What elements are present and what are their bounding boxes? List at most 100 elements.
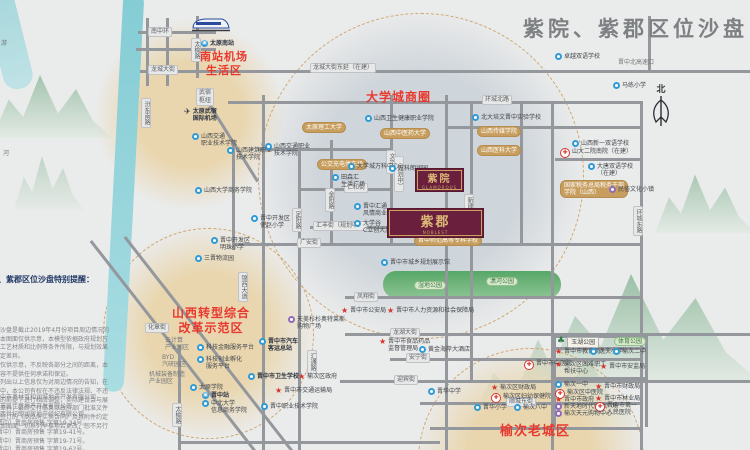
poi-label: 山西卫生健康职业学院 [374, 115, 435, 122]
poi-label: 潇河公园 [486, 277, 519, 286]
area-label-2: 山西转型综合 改革示范区 [172, 306, 251, 335]
hosp-icon: ✚ [595, 402, 605, 412]
road [555, 158, 640, 161]
blue-icon [613, 82, 620, 89]
disclaimer-line-6: 本公司列出以上信息仅为对周边情况的告知，在 [0, 379, 109, 387]
poi-label: 晋中市汽车 客运总站 [268, 338, 299, 352]
blue-icon [348, 163, 355, 170]
poi-blue-28: 晋中开发区 使赵小学 [251, 215, 290, 229]
poi-blue-13: 马练小学 [613, 82, 646, 89]
poi-hosp-70: ✚晋中市第一 人民医院 [595, 402, 637, 416]
road [345, 333, 750, 336]
station-icon: ▣ [201, 40, 208, 47]
disclaimer-line-12: 通知。 [0, 431, 109, 440]
poi-blue-64: 榆次一中 [555, 381, 588, 388]
road [340, 380, 750, 383]
legal-line-6: （晋中）晋商房预售 字第19-62号。 [0, 446, 89, 450]
poi-label: 晋中市公安局 [350, 307, 387, 314]
road [645, 335, 648, 427]
road [640, 101, 643, 450]
poi-blue-9: 北大培文晋中实验学校 [472, 114, 541, 121]
poi-blue-21: 大学城万科中心 [348, 163, 399, 170]
blue-icon [354, 203, 361, 210]
project-ziyuan: 紫院 GLAMOROUS [415, 168, 464, 192]
poi-label: 晋中市交通运输局 [284, 387, 333, 394]
poi-blue-27: 晋中市城乡规划展示馆 [381, 259, 450, 266]
poi-star-33: ★晋中市公安局 [341, 307, 387, 315]
poi-label: 晋中市人力资源和社会保障局 [396, 307, 475, 314]
park-icon: ♣ [557, 336, 566, 346]
road-label-12: 汇丰街（规划中） [313, 221, 368, 231]
area-label-3: 榆次老城区 [500, 424, 571, 439]
blue-icon [202, 400, 209, 407]
blue-icon [555, 53, 562, 60]
poi-label: 机械装备制造 产业园区 [149, 371, 186, 385]
road [445, 95, 448, 450]
poi-hosp-66: ✚榆次区中医院 [555, 389, 603, 399]
poi-label: 榆次一中 [564, 381, 589, 388]
road [430, 427, 640, 430]
road [648, 16, 651, 72]
star-icon: ★ [298, 372, 306, 381]
blue-icon [472, 114, 479, 121]
poi-label: 田森汇 生活广场 [341, 174, 366, 188]
blue-icon [365, 115, 372, 122]
poi-label: 马练小学 [622, 82, 647, 89]
dark-icon [259, 338, 266, 345]
poi-label: 体育公园 [614, 337, 647, 346]
poi-label: 科技创业孵化 服务平台 [206, 356, 243, 370]
poi-blue-22: 万科朗润园 [389, 165, 428, 172]
disclaimer-line-9: 示存在差异，最终交付结果以政府部门批准文件 [0, 405, 109, 413]
compass: 北 [644, 82, 678, 131]
poi-green-58: 体育公园 [614, 337, 647, 346]
poi-blue-54: 晋华小学 [474, 404, 507, 411]
road-label-11: 广安街 [297, 238, 322, 248]
poi-plain-40: 机械装备制造 产业园区 [149, 371, 185, 385]
airport-icon: ✈ [184, 107, 191, 116]
poi-blue-60: 逸夫小学 [590, 348, 623, 355]
poi-gold-10: 山西传媒学院 [477, 126, 522, 137]
disclaimer-line-4: 本模型仅供示意，不反映各部分之间的距离，本 [0, 361, 109, 369]
poi-gold-11: 山西医科大学 [477, 145, 522, 156]
road-label-13: 化章街 [145, 323, 170, 333]
blue-icon [261, 403, 268, 410]
road [445, 126, 640, 129]
poi-blue-42: 科技创业孵化 服务平台 [197, 356, 242, 370]
poi-label: 晋中市食品药品 监督管理局 [388, 338, 431, 352]
poi-label: 晋中市第一 人民医院 [607, 402, 638, 416]
blue-icon [197, 344, 204, 351]
road [140, 70, 750, 73]
poi-label: 河 [3, 150, 10, 157]
poi-purple-19: 民俗文化小镇 [609, 186, 654, 193]
poi-blue-5: 山西大学商务学院 [195, 187, 252, 194]
poi-label: 榆次区财政局 [500, 384, 537, 391]
blue-icon [389, 165, 396, 172]
poi-plain-39: BYD 汽研园区 [162, 354, 186, 368]
poi-hosp-53: ✚榆次区妇幼保健院 [491, 393, 551, 403]
road [180, 441, 440, 444]
blue-icon [588, 163, 595, 170]
project-name: 紫院 [427, 174, 452, 185]
star-icon: ★ [600, 362, 608, 371]
disclaimer-line-1: 展示，本图面仅供示意，本模型依据政府规划方 [0, 335, 109, 343]
blue-icon [474, 404, 481, 411]
blue-icon [381, 259, 388, 266]
disclaimer-block: 紫院、紫郡区位沙盘特别提醒： 本区位沙盘是截止2019年4月份项目周边情况的展示… [0, 236, 109, 450]
train-icon [192, 18, 230, 32]
poi-gold-20: 公交充电停车场 [317, 159, 368, 170]
blue-icon [192, 133, 199, 140]
poi-label: 晋中市安监局 [609, 363, 646, 370]
road-label-7: （规划中） [394, 156, 404, 192]
poi-label: 晋中市中医院 [536, 360, 573, 367]
blue-icon [190, 384, 197, 391]
poi-star-34: ★晋中市人力资源和社会保障局 [387, 307, 475, 315]
legal-block: 开发商：晋中市奥林百和润城地产开发有限公司 晋中市凯佳房地产开发有限公司代理商：… [0, 356, 96, 450]
poi-park-57: ♣玉湖公园 [557, 336, 600, 348]
project-name: 紫郡 [420, 215, 451, 230]
road-label-10: 定阳路 [292, 208, 302, 232]
star-icon: ★ [595, 394, 603, 403]
road [228, 101, 640, 104]
road [136, 48, 216, 51]
road-label-20: 环城东路 [633, 206, 643, 236]
